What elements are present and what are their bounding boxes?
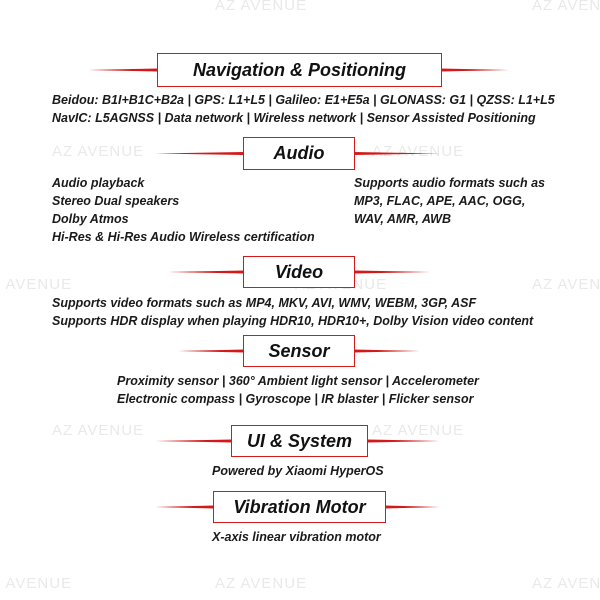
section-title: Sensor	[243, 335, 355, 367]
vibration-line-1: X-axis linear vibration motor	[212, 530, 381, 544]
section-title: Video	[243, 256, 355, 288]
section-title: Vibration Motor	[213, 491, 386, 523]
video-line-2: Supports HDR display when playing HDR10,…	[52, 314, 534, 328]
audio-right-line-2: MP3, FLAC, APE, AAC, OGG,	[354, 194, 526, 208]
watermark: AZ AVENUE	[532, 575, 600, 592]
watermark: AZ AVENUE	[52, 143, 145, 160]
navigation-line-2: NavIC: L5AGNSS | Data network | Wireless…	[52, 111, 536, 125]
watermark: AZ AVENUE	[52, 422, 145, 439]
sensor-line-2: Electronic compass | Gyroscope | IR blas…	[117, 392, 474, 406]
divider-line	[88, 68, 510, 72]
ui-system-header: UI & System	[0, 425, 600, 457]
section-title: Audio	[243, 137, 355, 170]
watermark: AZ AVENUE	[215, 0, 308, 14]
watermark: AZ AVENUE	[215, 575, 308, 592]
video-header: Video	[0, 256, 600, 288]
audio-header: Audio	[0, 137, 600, 170]
section-title: UI & System	[231, 425, 368, 457]
audio-right-line-1: Supports audio formats such as	[354, 176, 546, 190]
divider-line	[155, 505, 440, 509]
section-title: Navigation & Positioning	[157, 53, 442, 87]
divider-line	[155, 152, 440, 155]
video-line-1: Supports video formats such as MP4, MKV,…	[52, 296, 477, 310]
divider-line	[178, 349, 420, 353]
watermark: AZ AVENUE	[372, 143, 465, 160]
ui-system-line-1: Powered by Xiaomi HyperOS	[212, 464, 384, 478]
navigation-line-1: Beidou: B1I+B1C+B2a | GPS: L1+L5 | Galil…	[52, 93, 555, 107]
audio-left-line-1: Audio playback	[52, 176, 145, 190]
divider-line	[168, 270, 430, 274]
audio-left-line-4: Hi-Res & Hi-Res Audio Wireless certifica…	[52, 230, 315, 244]
audio-left-line-2: Stereo Dual speakers	[52, 194, 180, 208]
watermark: AZ AVENUE	[532, 0, 600, 14]
watermark: AZ AVENUE	[532, 276, 600, 293]
watermark: AZ AVENUE	[0, 575, 73, 592]
sensor-line-1: Proximity sensor | 360° Ambient light se…	[117, 374, 479, 388]
sensor-header: Sensor	[0, 335, 600, 367]
vibration-header: Vibration Motor	[0, 491, 600, 523]
audio-left-line-3: Dolby Atmos	[52, 212, 129, 226]
divider-line	[155, 439, 440, 443]
navigation-header: Navigation & Positioning	[0, 53, 600, 87]
watermark: AZ AVENUE	[372, 422, 465, 439]
audio-right-line-3: WAV, AMR, AWB	[354, 212, 451, 226]
watermark: AZ AVENUE	[0, 276, 73, 293]
